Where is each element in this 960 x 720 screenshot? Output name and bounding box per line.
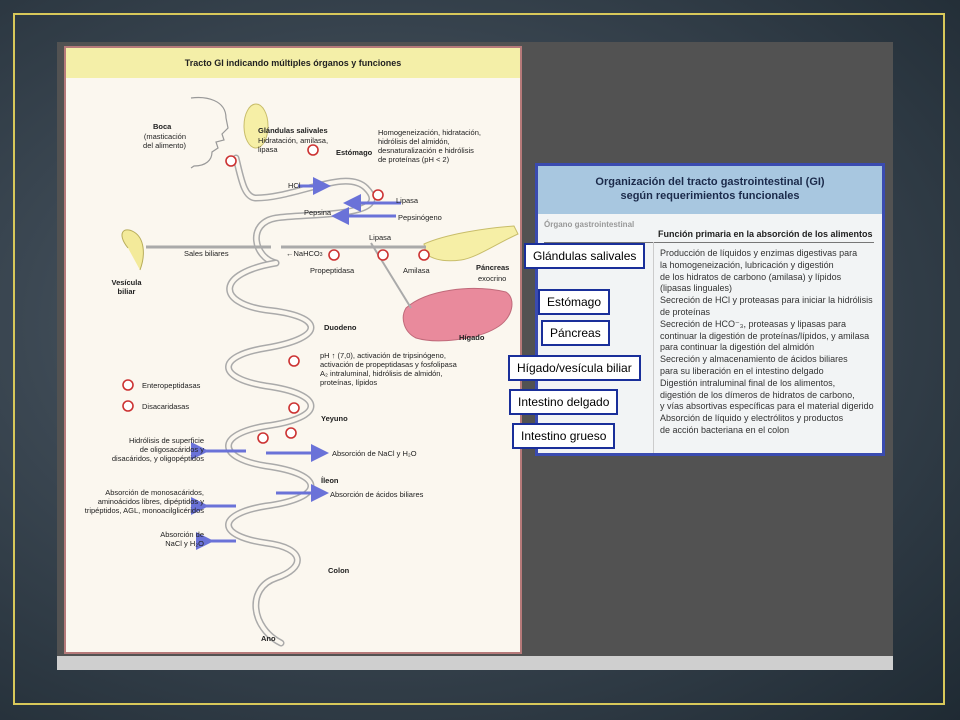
label-pancreas-note: exocrino	[478, 274, 507, 283]
label-colon: Colon	[328, 566, 350, 575]
table-body-text: Producción de líquidos y enzimas digesti…	[660, 248, 874, 435]
table-col-organ: Órgano gastrointestinal	[544, 220, 635, 229]
label-higado: Hígado	[459, 333, 485, 342]
label-estomago-note: Homogeneización, hidratación, hidrólisis…	[378, 128, 481, 164]
table-title: Organización del tracto gastrointestinal…	[595, 176, 825, 202]
table-column-separator	[653, 242, 654, 453]
label-enteropeptidasas: Enteropeptidasas	[142, 381, 201, 390]
label-absorcion-mono: Absorción de monosacáridos, aminoácidos …	[84, 488, 204, 515]
label-absorcion-nacl-h2o: Absorción de NaCl y H₂O	[332, 449, 417, 458]
label-propeptidasa: Propeptidasa	[310, 266, 355, 275]
label-nahco3: ←NaHCO3	[286, 249, 323, 258]
callout-intestino-delgado: Intestino delgado	[509, 389, 619, 415]
label-duodeno-note: pH ↑ (7,0), activación de tripsinógeno, …	[320, 351, 457, 387]
label-duodeno: Duodeno	[324, 323, 357, 332]
figure-title: Tracto GI indicando múltiples órganos y …	[66, 48, 520, 78]
label-pancreas: Páncreas	[476, 263, 510, 272]
label-ano: Ano	[261, 634, 276, 643]
callout-glandulas-salivales: Glándulas salivales	[524, 243, 646, 269]
label-pepsina: Pepsina	[304, 208, 332, 217]
table-divider	[544, 242, 874, 243]
label-lipasa-2: Lipasa	[369, 233, 392, 242]
label-disacaridasas: Disacaridasas	[142, 402, 190, 411]
label-hidrolisis-superficie: Hidrólisis de superficie de oligosacárid…	[111, 436, 204, 463]
label-lipasa-1: Lipasa	[396, 196, 419, 205]
callout-intestino-grueso: Intestino grueso	[512, 423, 616, 449]
label-sales-biliares: Sales biliares	[184, 249, 229, 258]
label-glandulas: Glándulas salivales	[258, 126, 328, 135]
gi-tract-figure: Tracto GI indicando múltiples órganos y …	[64, 46, 522, 654]
callout-pancreas: Páncreas	[541, 320, 610, 346]
label-pepsinogeno: Pepsinógeno	[398, 213, 442, 222]
label-boca-note: (masticación del alimento)	[143, 132, 186, 150]
callout-estomago: Estómago	[538, 289, 611, 315]
table-header	[538, 166, 882, 214]
label-estomago: Estómago	[336, 148, 373, 157]
label-ileon: Íleon	[321, 476, 339, 485]
label-vesicula: Vesícula biliar	[111, 278, 142, 296]
label-absorcion-nacl-2: Absorción de NaCl y H₂O	[160, 530, 204, 548]
label-glandulas-note: Hidratación, amilasa, lipasa	[258, 136, 329, 154]
label-absorcion-biliares: Absorción de ácidos biliares	[330, 490, 424, 499]
label-boca: Boca	[153, 122, 172, 131]
table-col-function: Función primaria en la absorción de los …	[658, 229, 873, 239]
gi-tract-drawing	[121, 96, 519, 647]
label-hcl: HCl	[288, 181, 301, 190]
content-panel-footer	[57, 656, 893, 670]
callout-higado-vesicula: Hígado/vesícula biliar	[508, 355, 641, 381]
slide-frame	[13, 13, 945, 705]
label-amilasa: Amilasa	[403, 266, 430, 275]
label-yeyuno: Yeyuno	[321, 414, 348, 423]
